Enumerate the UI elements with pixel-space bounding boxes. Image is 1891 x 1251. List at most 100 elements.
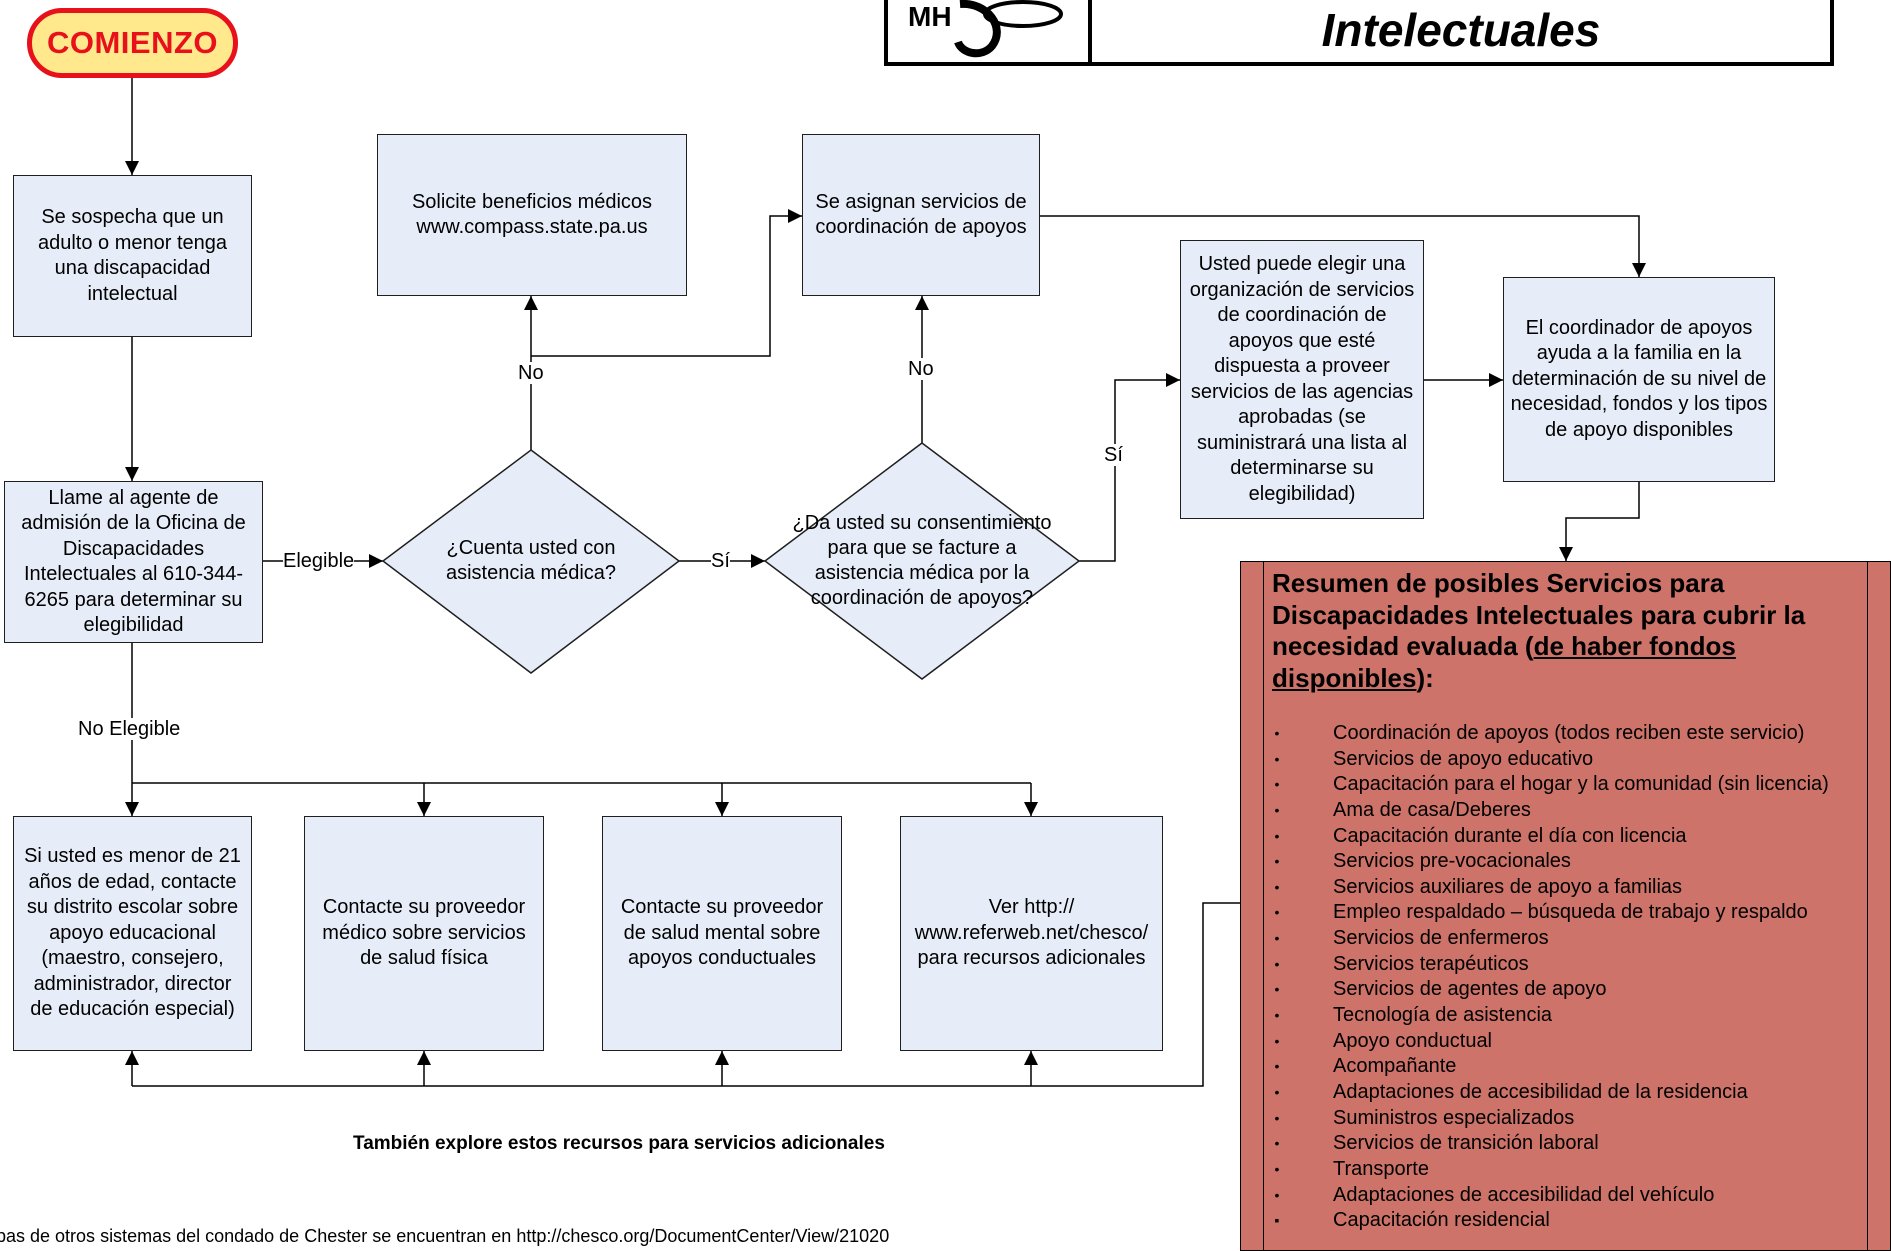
bullet-icon: • xyxy=(1274,1135,1280,1152)
box-mental-health: Contacte su proveedor de salud mental so… xyxy=(602,816,842,1051)
bullet-icon: • xyxy=(1274,955,1280,972)
bullet-icon: • xyxy=(1274,827,1280,844)
decision-medical-text: ¿Cuenta usted con asistencia médica? xyxy=(445,537,617,584)
bullet-icon: • xyxy=(1274,981,1280,998)
summary-service-item: • Ama de casa/Deberes xyxy=(1267,798,1829,824)
bullet-icon: • xyxy=(1274,853,1280,870)
bullet-icon: • xyxy=(1274,878,1280,895)
bullet-icon: • xyxy=(1274,801,1280,818)
box-suspect: Se sospecha que un adulto o menor tenga … xyxy=(13,175,252,337)
bullet-icon: ▪ xyxy=(1274,1212,1280,1229)
bullet-icon: • xyxy=(1274,904,1280,921)
summary-service-text: Transporte xyxy=(1333,1157,1429,1180)
summary-service-text: Capacitación durante el día con licencia xyxy=(1333,824,1687,847)
box-referweb: Ver http:// www.referweb.net/chesco/ par… xyxy=(900,816,1163,1051)
box-referweb-text: Ver http:// www.referweb.net/chesco/ par… xyxy=(914,896,1149,970)
label-eligible: Elegible xyxy=(283,550,355,572)
summary-service-text: Capacitación para el hogar y la comunida… xyxy=(1333,773,1829,796)
summary-left-rule xyxy=(1263,562,1264,1250)
edge-coordinator-summary xyxy=(1559,482,1640,561)
box-choose-organization: Usted puede elegir una organización de s… xyxy=(1180,240,1424,519)
summary-service-text: Servicios de agentes de apoyo xyxy=(1333,978,1607,1001)
decision-consent-text: ¿Da usted su consentimiento para que se … xyxy=(792,512,1052,609)
summary-service-text: Servicios de transición laboral xyxy=(1333,1132,1599,1155)
summary-service-item: • Suministros especializados xyxy=(1267,1106,1829,1132)
decision-diamond-medical xyxy=(381,449,681,674)
decision-diamond-consent xyxy=(763,442,1081,680)
header-title: Intelectuales xyxy=(1321,4,1601,56)
summary-service-text: Servicios terapéuticos xyxy=(1333,952,1529,975)
summary-service-item: • Servicios de apoyo educativo xyxy=(1267,747,1829,773)
bullet-icon: • xyxy=(1274,1058,1280,1075)
label-no-2: No xyxy=(908,358,934,380)
box-under-21: Si usted es menor de 21 años de edad, co… xyxy=(13,816,252,1051)
summary-service-text: Servicios auxiliares de apoyo a familias xyxy=(1333,875,1683,898)
edge-assign-coordinator xyxy=(1040,215,1646,277)
summary-service-item: •Empleo respaldado – búsqueda de trabajo… xyxy=(1267,900,1829,926)
box-under-21-text: Si usted es menor de 21 años de edad, co… xyxy=(24,845,241,1021)
summary-service-item: • Servicios pre-vocacionales xyxy=(1267,849,1829,875)
label-not-eligible: No Elegible xyxy=(78,718,181,740)
box-coordinator-helps-text: El coordinador de apoyos ayuda a la fami… xyxy=(1510,316,1768,441)
summary-service-item: •Adaptaciones de accesibilidad de la res… xyxy=(1267,1080,1829,1106)
summary-right-rule xyxy=(1867,562,1868,1250)
also-explore-caption: También explore estos recursos para serv… xyxy=(353,1133,885,1154)
start-label: COMIENZO xyxy=(46,25,219,60)
box-assign-coordination-text: Se asignan servicios de coordinación de … xyxy=(815,190,1027,239)
label-yes-2: Sí xyxy=(1104,444,1123,466)
summary-service-text: Servicios pre-vocacionales xyxy=(1333,850,1571,873)
mh-logo-icon: MH xyxy=(908,0,1063,58)
footer-note: pas de otros sistemas del condado de Che… xyxy=(0,1226,890,1246)
bullet-icon: • xyxy=(1274,750,1280,767)
summary-service-item: •Capacitación para el hogar y la comunid… xyxy=(1267,772,1829,798)
box-apply-benefits: Solicite beneficios médicos www.compass.… xyxy=(377,134,687,296)
summary-service-item: • Servicios auxiliares de apoyo a familia… xyxy=(1267,875,1829,901)
mh-logo: MH xyxy=(888,0,1092,62)
summary-service-text: Tecnología de asistencia xyxy=(1333,1004,1553,1027)
summary-service-item: • Servicios de transición laboral xyxy=(1267,1131,1829,1157)
summary-service-text: Acompañante xyxy=(1333,1055,1457,1078)
logo-text: MH xyxy=(908,1,952,32)
summary-service-item: • Acompañante xyxy=(1267,1054,1829,1080)
bullet-icon: • xyxy=(1274,930,1280,947)
box-choose-organization-text: Usted puede elegir una organización de s… xyxy=(1189,253,1415,505)
summary-service-item: • Servicios terapéuticos xyxy=(1267,952,1829,978)
bullet-icon: • xyxy=(1274,1109,1280,1126)
summary-service-item: • Tecnología de asistencia xyxy=(1267,1003,1829,1029)
bottom-bus xyxy=(132,902,1240,1087)
summary-service-item: •Coordinación de apoyos (todos reciben e… xyxy=(1267,721,1829,747)
summary-service-item: •Apoyo conductual xyxy=(1267,1029,1829,1055)
start-terminator: COMIENZO xyxy=(27,8,238,78)
summary-service-item: •Adaptaciones de accesibilidad del vehíc… xyxy=(1267,1183,1829,1209)
summary-service-text: Adaptaciones de accesibilidad del vehícu… xyxy=(1333,1183,1715,1206)
summary-service-text: Coordinación de apoyos (todos reciben es… xyxy=(1333,722,1805,744)
summary-service-item: ▪ Capacitación residencial xyxy=(1267,1208,1829,1234)
summary-services-panel: Resumen de posibles Servicios para Disca… xyxy=(1240,561,1891,1251)
box-medical-provider-text: Contacte su proveedor médico sobre servi… xyxy=(322,896,526,970)
summary-service-text: Adaptaciones de accesibilidad de la resi… xyxy=(1333,1080,1748,1103)
summary-service-item: •Servicios de enfermeros xyxy=(1267,926,1829,952)
summary-service-list: • Coordinación de apoyos (todos reciben e… xyxy=(1267,721,1829,1234)
box-assign-coordination: Se asignan servicios de coordinación de … xyxy=(802,134,1040,296)
summary-service-item: • Transporte xyxy=(1267,1157,1829,1183)
summary-service-text: Ama de casa/Deberes xyxy=(1333,798,1531,821)
bullet-icon: • xyxy=(1274,1007,1280,1024)
summary-title: Resumen de posibles Servicios para Disca… xyxy=(1272,568,1806,693)
header-banner: MH Intelectuales xyxy=(884,0,1834,66)
summary-title-funding: de haber fondos disponibles xyxy=(1272,631,1736,693)
bullet-icon: • xyxy=(1274,1160,1280,1177)
box-call-intake-text: Llame al agente de admisión de la Oficin… xyxy=(21,486,246,637)
summary-service-text: Suministros especializados xyxy=(1333,1106,1575,1129)
summary-service-text: Servicios de apoyo educativo xyxy=(1333,747,1594,770)
summary-service-item: • Capacitación durante el día con licenci… xyxy=(1267,824,1829,850)
edge-no1-assign xyxy=(531,209,802,357)
box-suspect-text: Se sospecha que un adulto o menor tenga … xyxy=(37,206,228,305)
edge-yes2 xyxy=(1079,373,1180,562)
box-apply-benefits-text: Solicite beneficios médicos www.compass.… xyxy=(411,190,653,239)
box-coordinator-helps: El coordinador de apoyos ayuda a la fami… xyxy=(1503,277,1775,482)
summary-service-text: Capacitación residencial xyxy=(1333,1209,1550,1232)
summary-service-item: • Servicios de agentes de apoyo xyxy=(1267,977,1829,1003)
box-call-intake: Llame al agente de admisión de la Oficin… xyxy=(4,481,263,643)
label-yes-1: Sí xyxy=(711,550,730,572)
